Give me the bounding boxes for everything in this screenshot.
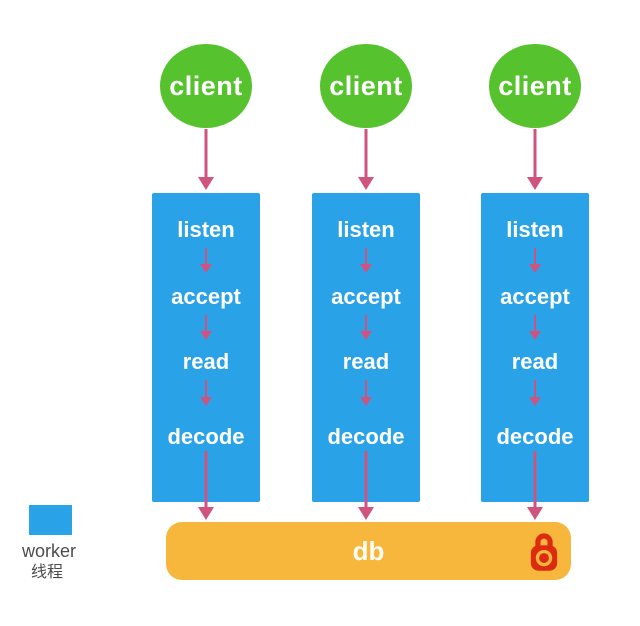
down-arrow: [358, 451, 374, 520]
client-label: client: [329, 70, 403, 101]
db-bar: db: [166, 522, 571, 580]
legend-swatch: [29, 505, 72, 535]
legend-label: worker 线程: [22, 540, 76, 584]
down-arrow: [360, 248, 372, 273]
down-arrow: [198, 129, 214, 190]
worker-thread-box: listen accept read decode: [152, 193, 260, 502]
worker-thread-box: listen accept read decode: [312, 193, 420, 502]
step-label: accept: [171, 284, 241, 309]
step-label: decode: [167, 424, 245, 449]
legend-line-worker: worker: [22, 541, 77, 561]
step-label: read: [511, 349, 559, 374]
client-node: client: [489, 44, 581, 128]
down-arrow: [527, 129, 543, 190]
step-label: listen: [506, 217, 564, 242]
step-label: listen: [177, 217, 235, 242]
step-label: decode: [496, 424, 574, 449]
down-arrow: [529, 315, 541, 340]
step-label: accept: [500, 284, 570, 309]
down-arrow: [200, 248, 212, 273]
client-node: client: [320, 44, 412, 128]
step-label: read: [182, 349, 230, 374]
step-label: decode: [327, 424, 405, 449]
down-arrow: [360, 315, 372, 340]
down-arrow: [200, 380, 212, 406]
down-arrow: [360, 380, 372, 406]
lock-icon: [530, 533, 558, 571]
down-arrow: [527, 451, 543, 520]
down-arrow: [529, 380, 541, 406]
worker-thread-box: listen accept read decode: [481, 193, 589, 502]
client-label: client: [169, 70, 243, 101]
down-arrow: [358, 129, 374, 190]
legend-line-thread: 线程: [31, 564, 64, 581]
down-arrow: [529, 248, 541, 273]
down-arrow: [198, 451, 214, 520]
down-arrow: [200, 315, 212, 340]
step-label: read: [342, 349, 390, 374]
step-label: listen: [337, 217, 395, 242]
step-label: accept: [331, 284, 401, 309]
client-label: client: [498, 70, 572, 101]
client-node: client: [160, 44, 252, 128]
db-label: db: [352, 535, 385, 566]
